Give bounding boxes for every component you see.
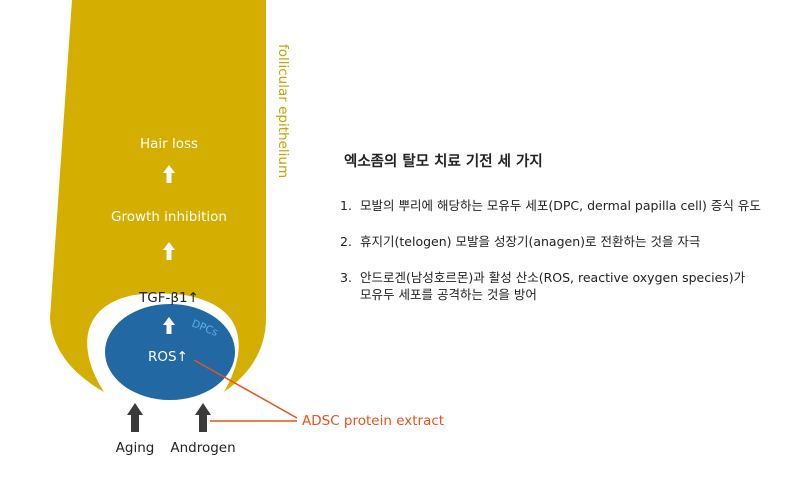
item-text: 모발의 뿌리에 해당하는 모유두 세포(DPC, dermal papilla … — [360, 197, 785, 214]
item-line: 안드로겐(남성호르몬)과 활성 산소(ROS, reactive oxygen … — [360, 270, 746, 285]
mechanism-panel: 엑소좀의 탈모 치료 기전 세 가지 1. 모발의 뿌리에 해당하는 모유두 세… — [340, 150, 785, 322]
androgen-label: Androgen — [170, 440, 235, 456]
item-number: 3. — [340, 270, 352, 285]
aging-label: Aging — [116, 440, 155, 456]
dermal-papilla — [105, 304, 235, 400]
ros-label: ROS↑ — [148, 349, 188, 365]
item-number: 1. — [340, 198, 352, 213]
up-arrow-icon — [163, 317, 175, 334]
androgen-arrow-icon — [195, 403, 211, 432]
aging-arrow-icon — [127, 403, 143, 432]
mechanism-item: 1. 모발의 뿌리에 해당하는 모유두 세포(DPC, dermal papil… — [340, 197, 785, 214]
ros-connector-line — [193, 359, 298, 419]
hair-loss-label: Hair loss — [140, 136, 198, 152]
item-text: 안드로겐(남성호르몬)과 활성 산소(ROS, reactive oxygen … — [360, 269, 785, 303]
mechanism-item: 2. 휴지기(telogen) 모발을 성장기(anagen)로 전환하는 것을… — [340, 233, 785, 250]
item-line: 휴지기(telogen) 모발을 성장기(anagen)로 전환하는 것을 자극 — [360, 234, 701, 249]
up-arrow-icon — [163, 242, 175, 260]
adsc-protein-extract-label: ADSC protein extract — [302, 413, 444, 429]
item-text: 휴지기(telogen) 모발을 성장기(anagen)로 전환하는 것을 자극 — [360, 233, 785, 250]
item-line: 모발의 뿌리에 해당하는 모유두 세포(DPC, dermal papilla … — [360, 198, 761, 213]
follicle-shape — [50, 0, 266, 392]
up-arrow-icon — [163, 165, 175, 183]
growth-inhibition-label: Growth inhibition — [111, 209, 227, 225]
mechanism-item: 3. 안드로겐(남성호르몬)과 활성 산소(ROS, reactive oxyg… — [340, 269, 785, 303]
item-number: 2. — [340, 234, 352, 249]
tgf-beta1-label: TGF-β1↑ — [138, 290, 199, 306]
item-line: 모유두 세포를 공격하는 것을 방어 — [360, 287, 537, 302]
epithelium-label: follicular epithelium — [275, 44, 291, 178]
panel-title: 엑소좀의 탈모 치료 기전 세 가지 — [344, 154, 543, 170]
